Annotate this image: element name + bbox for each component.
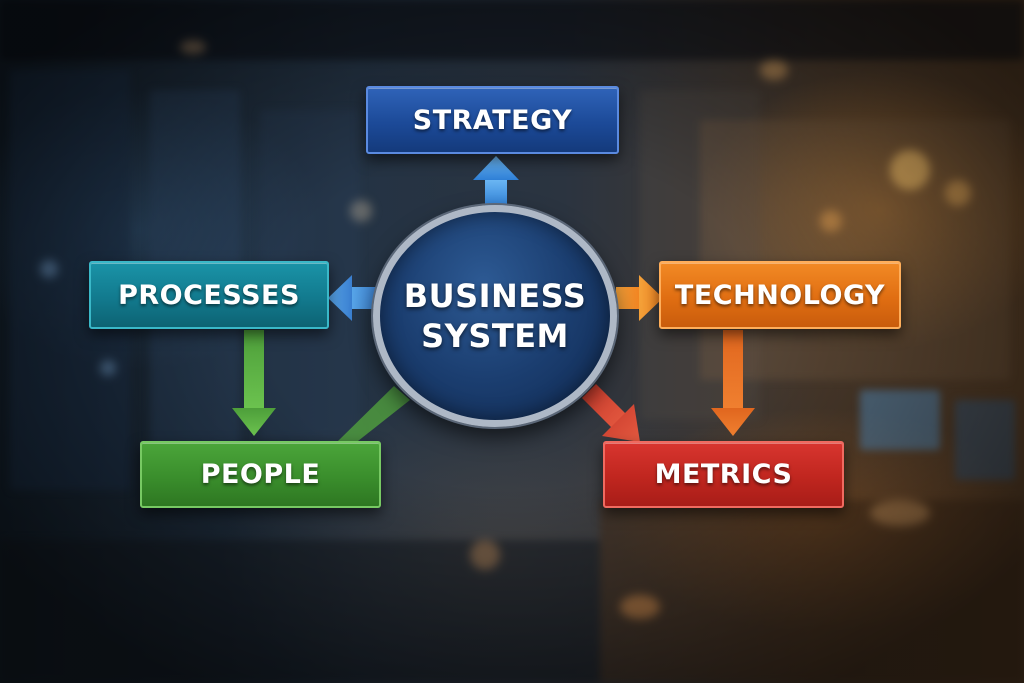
node-technology-label: TECHNOLOGY xyxy=(674,279,886,311)
arrow-to-strategy xyxy=(473,156,519,208)
arrow-to-metrics xyxy=(582,384,640,442)
center-hub-line-2: SYSTEM xyxy=(421,317,569,355)
node-people: PEOPLE xyxy=(140,441,381,508)
arrow-processes-to-people xyxy=(232,330,276,436)
node-metrics: METRICS xyxy=(603,441,844,508)
arrow-technology-to-metrics xyxy=(711,330,755,436)
node-metrics-label: METRICS xyxy=(654,459,793,490)
node-strategy: STRATEGY xyxy=(366,86,619,154)
node-people-label: PEOPLE xyxy=(200,459,321,490)
arrow-to-technology xyxy=(616,275,663,321)
node-technology: TECHNOLOGY xyxy=(659,261,901,329)
node-processes-label: PROCESSES xyxy=(118,279,300,311)
connector-center-to-people xyxy=(338,386,410,441)
center-hub-business-system: BUSINESS SYSTEM xyxy=(373,205,617,427)
arrow-to-processes xyxy=(328,275,380,321)
node-processes: PROCESSES xyxy=(89,261,329,329)
center-hub-line-1: BUSINESS xyxy=(403,277,587,315)
node-strategy-label: STRATEGY xyxy=(412,104,573,136)
